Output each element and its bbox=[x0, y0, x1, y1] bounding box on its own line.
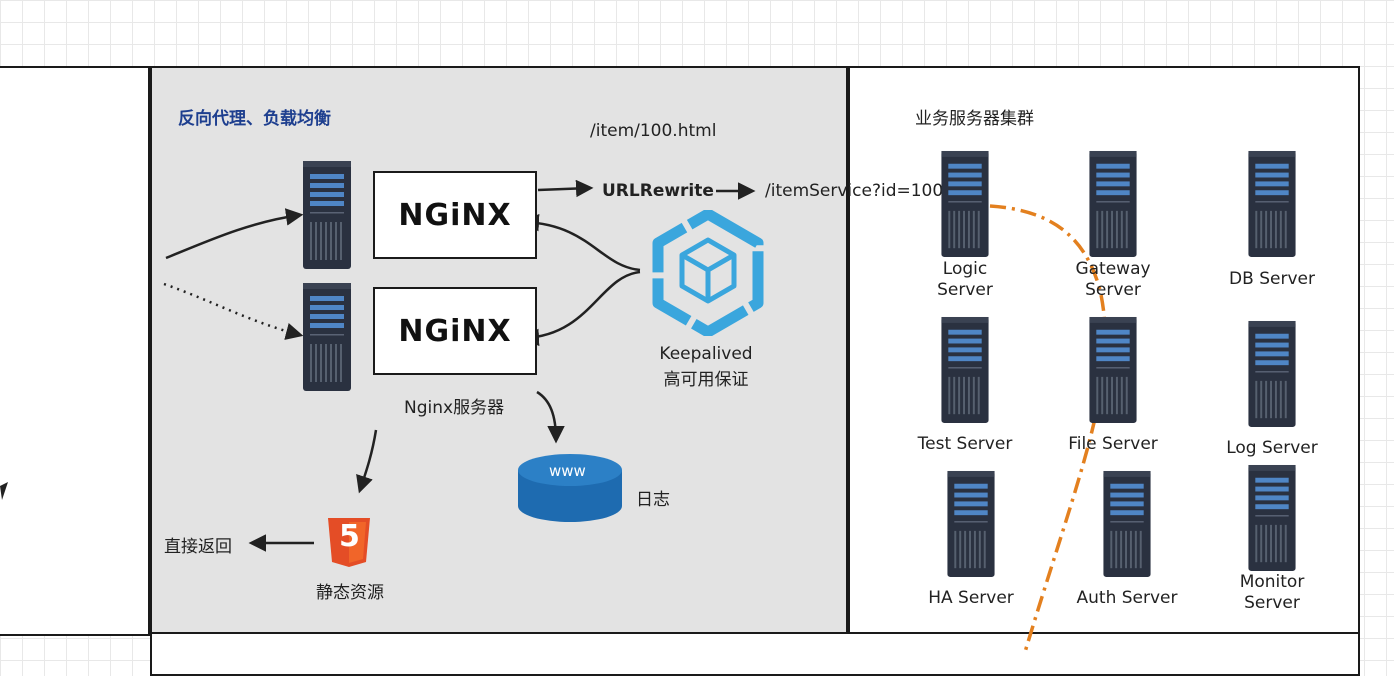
server-label-db: DB Server bbox=[1229, 269, 1315, 289]
server-icon bbox=[1089, 150, 1137, 258]
nginx-box-primary: NGiNX bbox=[373, 171, 537, 259]
keepalived-arrow-nginx2 bbox=[521, 270, 641, 347]
server-label-monitor: Monitor Server bbox=[1239, 572, 1305, 613]
server-icon bbox=[941, 316, 989, 424]
cluster-panel-title: 业务服务器集群 bbox=[915, 109, 1034, 129]
log-database-icon bbox=[518, 454, 622, 522]
html5-glyph: 5 bbox=[339, 519, 360, 554]
outer-left-frame bbox=[0, 66, 150, 636]
server-icon bbox=[1248, 464, 1296, 572]
keepalived-label: Keepalived bbox=[659, 344, 753, 364]
log-www-text: www bbox=[549, 462, 586, 480]
proxy-panel-title: 反向代理、负载均衡 bbox=[178, 109, 331, 129]
server-icon bbox=[1089, 316, 1137, 424]
server-icon bbox=[941, 150, 989, 258]
server-icon bbox=[1248, 320, 1296, 428]
arrow-to-urlrewrite bbox=[537, 179, 594, 198]
static-resource-label: 静态资源 bbox=[316, 583, 384, 603]
arrow-to-static bbox=[356, 429, 378, 494]
server-icon bbox=[1103, 470, 1151, 578]
nginx-caption: Nginx服务器 bbox=[404, 398, 505, 418]
url-rewrite-label: URLRewrite bbox=[602, 181, 714, 201]
connector-layer bbox=[0, 179, 1107, 652]
log-label: 日志 bbox=[636, 490, 670, 510]
server-label-auth: Auth Server bbox=[1076, 588, 1178, 608]
server-label-file: File Server bbox=[1068, 434, 1158, 454]
server-label-logic: Logic Server bbox=[937, 259, 993, 300]
server-label-ha: HA Server bbox=[928, 588, 1014, 608]
server-icon bbox=[1248, 150, 1296, 258]
html5-icon bbox=[328, 518, 370, 567]
arrow-to-log bbox=[536, 390, 565, 444]
server-icon bbox=[303, 161, 351, 269]
nginx-logo-text: NGiNX bbox=[398, 197, 512, 233]
nginx-box-backup: NGiNX bbox=[373, 287, 537, 375]
keepalived-cube-icon bbox=[652, 210, 764, 336]
incoming-arrow-primary bbox=[165, 208, 304, 260]
url-path-label: /item/100.html bbox=[590, 121, 717, 141]
route-dashdot-line bbox=[989, 204, 1107, 652]
rewrite-target-label: /itemService?id=100 bbox=[765, 181, 944, 201]
nginx-logo-text: NGiNX bbox=[398, 313, 512, 349]
server-label-gateway: Gateway Server bbox=[1075, 259, 1151, 300]
direct-return-label: 直接返回 bbox=[164, 537, 232, 557]
server-label-test: Test Server bbox=[917, 434, 1013, 454]
keepalived-subtitle: 高可用保证 bbox=[663, 370, 749, 390]
partial-arrow-tip bbox=[0, 482, 8, 500]
incoming-arrow-backup bbox=[163, 282, 304, 340]
keepalived-arrow-nginx1 bbox=[521, 213, 641, 272]
server-icon bbox=[947, 470, 995, 578]
server-icon bbox=[303, 283, 351, 391]
server-label-log: Log Server bbox=[1226, 438, 1318, 458]
